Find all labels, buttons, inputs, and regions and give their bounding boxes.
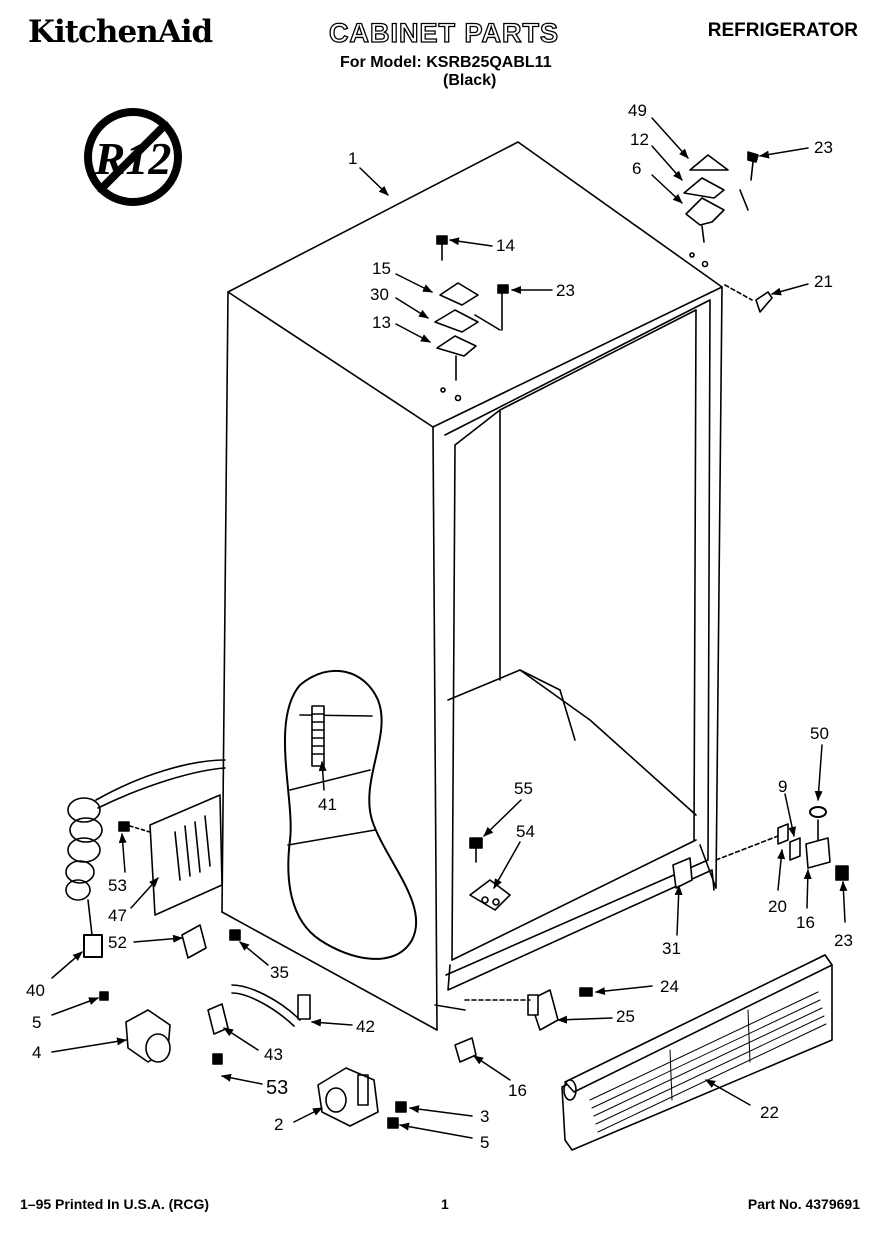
callout-43: 43 (264, 1045, 283, 1064)
callout-14: 14 (496, 236, 515, 255)
power-cord (65, 759, 226, 958)
callout-23: 23 (834, 931, 853, 950)
callout-6: 6 (632, 159, 641, 178)
callout-53: 53 (266, 1077, 288, 1099)
callout-23: 23 (814, 138, 833, 157)
top-hinge-left (434, 235, 509, 402)
callout-4: 4 (32, 1043, 41, 1062)
callout-47: 47 (108, 906, 127, 925)
appliance-category: REFRIGERATOR (707, 20, 858, 41)
page-number: 1 (441, 1196, 449, 1212)
base-grille (561, 954, 833, 1151)
door-stop-part-31 (672, 857, 693, 889)
callout-49: 49 (628, 101, 647, 120)
callout-55: 55 (514, 779, 533, 798)
callout-50: 50 (810, 724, 829, 743)
callout-24: 24 (660, 977, 679, 996)
callout-16: 16 (508, 1081, 527, 1100)
wheel-assembly (99, 991, 171, 1063)
callout-21: 21 (814, 272, 833, 291)
callout-31: 31 (662, 939, 681, 958)
right-leveler-assembly (715, 806, 849, 881)
lower-hinge (317, 1067, 407, 1129)
callout-53: 53 (108, 876, 127, 895)
callout-25: 25 (616, 1007, 635, 1026)
callout-5: 5 (32, 1013, 41, 1032)
color-line: (Black) (443, 72, 497, 89)
callout-52: 52 (108, 933, 127, 952)
hinge-bracket-25 (464, 987, 593, 1031)
cutaway-opening (284, 669, 418, 960)
callout-13: 13 (372, 313, 391, 332)
callout-5: 5 (480, 1133, 489, 1152)
callout-35: 35 (270, 963, 289, 982)
page-title: CABINET PARTS (328, 17, 559, 48)
model-line: For Model: KSRB25QABL11 (340, 54, 552, 71)
part-number: Part No. 4379691 (747, 1196, 860, 1212)
leader-lines (51, 117, 848, 1139)
callout-54: 54 (516, 822, 535, 841)
callout-22: 22 (760, 1103, 779, 1122)
cabinet-shell (221, 141, 723, 1031)
callout-15: 15 (372, 259, 391, 278)
callout-2: 2 (274, 1115, 283, 1134)
callout-9: 9 (778, 777, 787, 796)
print-info: 1–95 Printed In U.S.A. (RCG) (20, 1196, 210, 1212)
callout-labels: 49 12 6 23 1 14 15 30 13 23 21 41 55 54 … (26, 101, 853, 1152)
callout-30: 30 (370, 285, 389, 304)
callout-16: 16 (796, 913, 815, 932)
callout-23: 23 (556, 281, 575, 300)
r12-prohibited-icon: R12 (84, 108, 182, 206)
callout-20: 20 (768, 897, 787, 916)
callout-1: 1 (348, 149, 357, 168)
callout-3: 3 (480, 1107, 489, 1126)
callout-41: 41 (318, 795, 337, 814)
top-hinge-right (683, 151, 759, 268)
center-bracket (469, 837, 511, 911)
callout-42: 42 (356, 1017, 375, 1036)
callout-12: 12 (630, 130, 649, 149)
clip-part-21 (724, 284, 773, 313)
callout-40: 40 (26, 981, 45, 1000)
drain-tube (207, 984, 311, 1065)
lower-bracket-16 (454, 1037, 477, 1063)
brand-logo: KitchenAid (28, 14, 213, 50)
electrical-bracket (118, 794, 241, 959)
